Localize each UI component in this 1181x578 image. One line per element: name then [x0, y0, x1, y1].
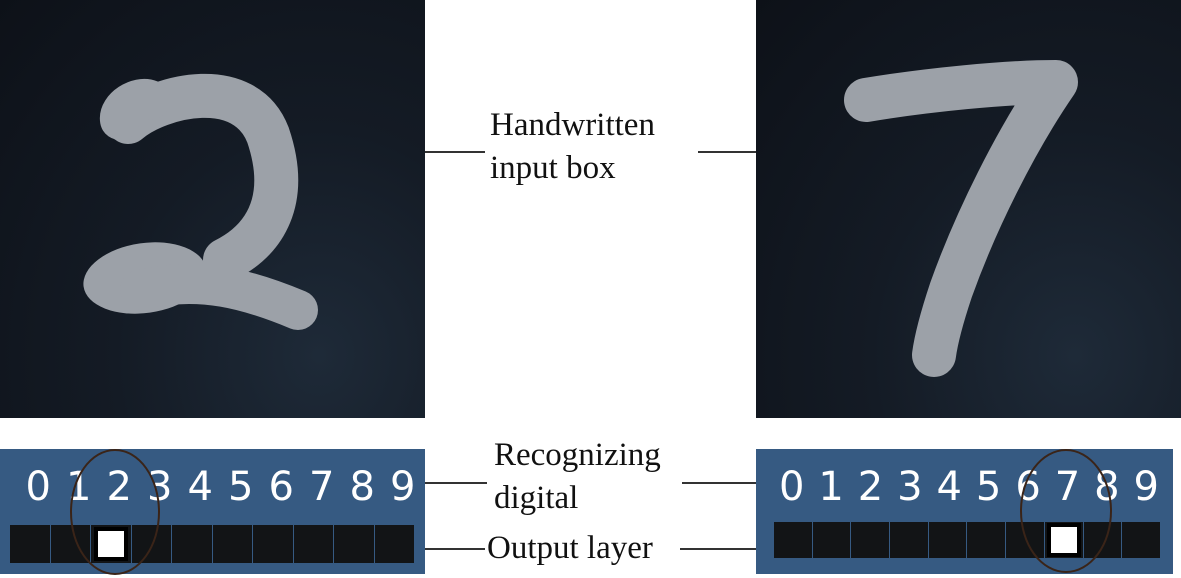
- leader-recog-right: [682, 482, 756, 484]
- digit-label-2: 2: [106, 464, 132, 510]
- digit-label-8: 8: [349, 464, 375, 510]
- output-neuron: [212, 525, 252, 563]
- output-neuron: [774, 522, 812, 558]
- output-neuron: [1122, 522, 1160, 558]
- leader-output-right: [680, 548, 756, 550]
- label-output-layer: Output layer: [487, 527, 653, 570]
- output-neuron: [10, 525, 50, 563]
- handwritten-digit-2: [83, 73, 318, 330]
- digit-label-8: 8: [1094, 464, 1120, 510]
- leader-output-left: [425, 548, 485, 550]
- digit-label-0: 0: [778, 464, 805, 510]
- output-neuron: [374, 525, 414, 563]
- leader-recog-left: [425, 482, 487, 484]
- digit-label-9: 9: [1133, 464, 1159, 510]
- digit-label-6: 6: [268, 464, 294, 510]
- output-neuron: [890, 522, 928, 558]
- leader-input-left: [425, 151, 485, 153]
- output-neuron: [812, 522, 851, 558]
- output-neuron-active: [1044, 522, 1083, 558]
- digit-label-5: 5: [228, 464, 254, 510]
- output-neuron: [50, 525, 90, 563]
- digit-label-3: 3: [897, 464, 923, 510]
- output-neuron: [1083, 522, 1122, 558]
- output-neuron: [253, 525, 293, 563]
- digit-label-4: 4: [936, 464, 962, 510]
- label-line-1: Handwritten: [490, 107, 655, 143]
- output-layer-cells-left: [10, 525, 414, 563]
- digit-label-1: 1: [818, 464, 844, 510]
- handwritten-input-box-right[interactable]: [756, 0, 1181, 418]
- digit-label-4: 4: [187, 464, 213, 510]
- output-neuron: [131, 525, 171, 563]
- output-neuron: [1006, 522, 1044, 558]
- handwritten-digit-7: [844, 60, 1078, 377]
- digit-label-5: 5: [975, 464, 1002, 510]
- label-recognizing-digital: Recognizing digital: [494, 434, 661, 520]
- label-line-1: Recognizing: [494, 437, 661, 473]
- digit-label-3: 3: [147, 464, 173, 510]
- digit-label-7: 7: [309, 464, 335, 510]
- output-neuron: [928, 522, 967, 558]
- handwritten-input-box-left[interactable]: [0, 0, 425, 418]
- output-neuron: [293, 525, 333, 563]
- label-line-2: input box: [490, 150, 616, 186]
- label-handwritten-input-box: Handwritten input box: [490, 104, 655, 190]
- digit-label-7: 7: [1054, 464, 1081, 510]
- digit-label-6: 6: [1015, 464, 1041, 510]
- digit-label-9: 9: [390, 464, 416, 510]
- output-neuron: [967, 522, 1006, 558]
- leader-input-right: [698, 151, 756, 153]
- digit-label-0: 0: [25, 464, 51, 510]
- output-neuron: [851, 522, 890, 558]
- digit-label-1: 1: [66, 464, 92, 510]
- output-neuron: [334, 525, 374, 563]
- label-line-2: digital: [494, 480, 579, 516]
- digit-label-2: 2: [857, 464, 884, 510]
- output-layer-cells-right: [774, 522, 1160, 558]
- output-neuron: [172, 525, 212, 563]
- output-neuron-active: [91, 525, 131, 563]
